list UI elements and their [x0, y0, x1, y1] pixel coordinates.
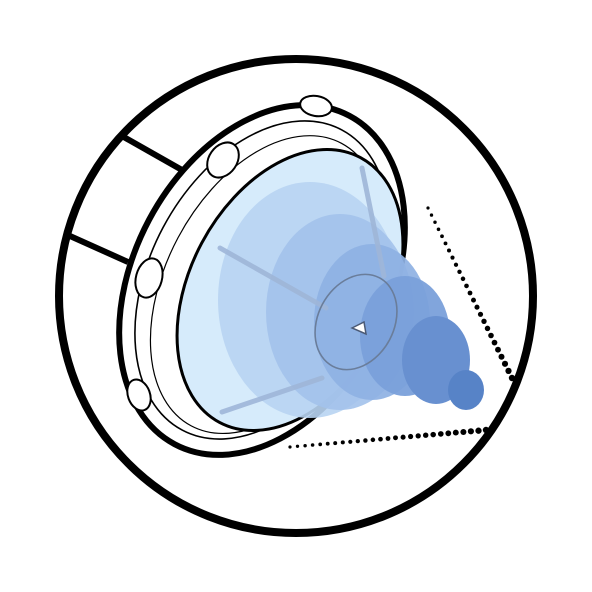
projection-dot	[340, 440, 345, 445]
projection-dot	[333, 441, 338, 446]
projection-dot	[415, 433, 421, 439]
projection-dot	[453, 262, 459, 267]
projection-dot	[464, 283, 469, 289]
mounting-hole	[134, 257, 164, 299]
projection-dot	[325, 441, 330, 446]
projection-dot	[460, 428, 467, 436]
projection-dot	[460, 276, 466, 282]
projection-dot	[426, 206, 430, 210]
projection-line-top	[426, 206, 516, 382]
projection-dot	[422, 432, 429, 438]
projection-dot	[433, 220, 437, 224]
projection-dot	[488, 332, 494, 339]
sound-waves	[218, 182, 484, 418]
projection-dot	[288, 445, 292, 449]
projection-dot	[437, 431, 444, 437]
mounting-holes	[126, 94, 333, 412]
projection-dot	[348, 439, 353, 444]
projection-dot	[484, 325, 491, 332]
projection-dot	[450, 255, 455, 260]
projection-dot	[498, 353, 505, 360]
mounting-hole	[299, 94, 333, 118]
projection-dot	[429, 213, 434, 217]
projection-dot	[303, 443, 307, 448]
projection-dot	[408, 433, 414, 440]
projection-dot	[355, 438, 360, 444]
projection-dot	[443, 241, 448, 246]
projection-dot	[477, 311, 484, 317]
projection-dot	[393, 435, 398, 441]
projection-dot	[295, 444, 300, 448]
dust-cap	[314, 273, 398, 371]
projection-dot	[370, 437, 376, 443]
cone-guide-line	[219, 375, 325, 415]
mount-strut-top	[120, 133, 184, 173]
dust-cap-center	[350, 320, 367, 336]
projection-dot	[440, 234, 444, 239]
dust-cap-outer	[314, 273, 398, 371]
projection-dot	[436, 227, 441, 232]
projection-dot	[481, 318, 487, 324]
projection-dot	[491, 339, 498, 346]
cone-guide-line	[359, 165, 387, 279]
projection-dot	[505, 367, 512, 375]
projection-dot	[430, 431, 436, 438]
projection-dot	[474, 304, 480, 310]
projection-dot	[385, 436, 391, 441]
projection-dot	[363, 438, 368, 443]
projection-dot	[318, 442, 323, 447]
projection-dot	[400, 434, 406, 440]
projection-dot	[445, 430, 452, 437]
projection-dot	[482, 426, 490, 434]
cone-guide-line	[217, 245, 329, 311]
cone-guides	[217, 165, 387, 415]
mounting-hole	[126, 378, 152, 412]
projection-dot	[378, 436, 383, 442]
projection-dot	[495, 346, 501, 353]
projection-dot	[501, 360, 509, 367]
projection-dot	[452, 429, 459, 436]
projection-dot	[467, 290, 473, 296]
mounting-hole	[206, 141, 240, 179]
projection-dot	[457, 269, 462, 274]
sound-wave-6	[448, 370, 484, 410]
projection-lines	[288, 206, 516, 449]
projection-dot	[447, 248, 451, 253]
mount-strut-bottom	[68, 233, 130, 265]
projection-dot	[471, 297, 476, 303]
projection-dot	[310, 443, 315, 447]
projection-dot	[475, 427, 482, 434]
projection-line-bottom	[288, 426, 490, 449]
projection-dot	[508, 374, 516, 382]
projection-dot	[467, 428, 474, 435]
